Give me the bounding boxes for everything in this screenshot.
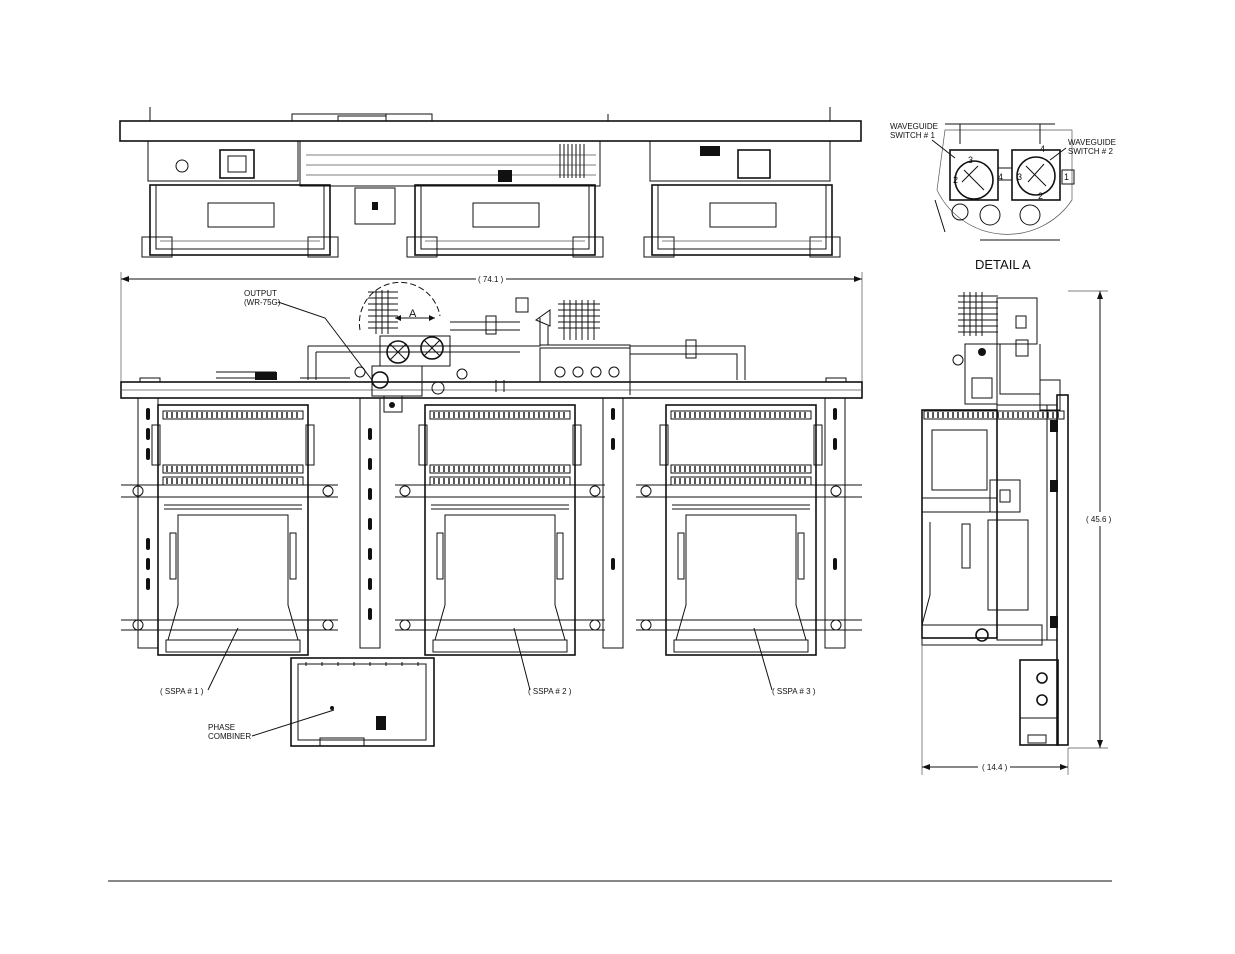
sw2-port-1: 1: [1064, 172, 1069, 182]
sw1-port-3: 3: [968, 155, 973, 165]
waveguide-switch-1-label-line2: SWITCH # 1: [890, 131, 935, 140]
waveguide-switch-1-label-line1: WAVEGUIDE: [890, 122, 938, 131]
sw1-port-2: 2: [953, 175, 958, 185]
output-label-line2: (WR-75G): [244, 298, 281, 307]
sw2-port-4: 4: [1040, 144, 1045, 154]
phase-combiner-label-line1: PHASE: [208, 723, 235, 732]
width-dimension-value: ( 74.1 ): [478, 275, 504, 284]
detail-a-title: DETAIL A: [975, 257, 1031, 272]
depth-dimension-value: ( 14.4 ): [982, 763, 1008, 772]
height-dimension-value: ( 45.6 ): [1086, 515, 1112, 524]
detail-a-marker: A: [409, 308, 417, 320]
phase-combiner-label-line2: COMBINER: [208, 732, 251, 741]
sw2-port-2: 2: [1038, 191, 1043, 201]
sw1-port-4: 4: [998, 172, 1003, 182]
side-view: ( 45.6 ) ( 14.4 ): [921, 290, 1116, 775]
waveguide-switch-2-label-line2: SWITCH # 2: [1068, 147, 1113, 156]
sspa-3-label: ( SSPA # 3 ): [772, 687, 816, 696]
waveguide-switch-2-label-line1: WAVEGUIDE: [1068, 138, 1116, 147]
output-label-line1: OUTPUT: [244, 289, 277, 298]
sw2-port-3: 3: [1017, 172, 1022, 182]
detail-a: WAVEGUIDE SWITCH # 1 WAVEGUIDE SWITCH # …: [890, 122, 1116, 272]
top-view: [119, 107, 862, 258]
front-view: A OUTPUT (WR-75G) ( SSPA # 1 ) ( SSPA # …: [120, 281, 863, 747]
width-dimension: ( 74.1 ): [120, 272, 863, 382]
sspa-1-label: ( SSPA # 1 ): [160, 687, 204, 696]
sspa-2-label: ( SSPA # 2 ): [528, 687, 572, 696]
